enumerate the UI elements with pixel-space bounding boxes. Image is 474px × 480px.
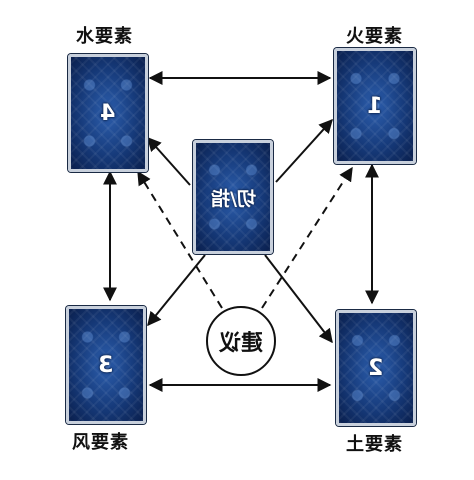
advice-label: 建议 — [218, 331, 263, 356]
label-water-element: 水要素 — [76, 26, 133, 47]
advice-circle: 建议 — [206, 306, 276, 376]
card-center-label: 切/指 — [210, 187, 256, 210]
card-2-number: 2 — [368, 355, 384, 381]
card-4-number: 4 — [100, 100, 116, 126]
arrow-center-to-4 — [147, 136, 191, 186]
dashed-arrow-advice-to-1 — [261, 166, 353, 309]
label-wind-element: 风要素 — [72, 432, 129, 453]
card-4-water: 4 — [68, 54, 148, 172]
arrow-center-to-2 — [264, 254, 333, 344]
card-center-significator: 切/指 — [193, 140, 273, 254]
dashed-arrow-advice-to-4 — [137, 170, 223, 309]
card-2-earth: 2 — [336, 310, 416, 426]
card-3-wind: 3 — [66, 306, 146, 424]
card-1-fire: 1 — [334, 48, 416, 164]
label-fire-element: 火要素 — [346, 26, 403, 47]
card-1-number: 1 — [367, 93, 383, 119]
arrow-center-to-1 — [275, 118, 333, 183]
label-earth-element: 土要素 — [346, 434, 403, 455]
card-3-number: 3 — [98, 352, 114, 378]
